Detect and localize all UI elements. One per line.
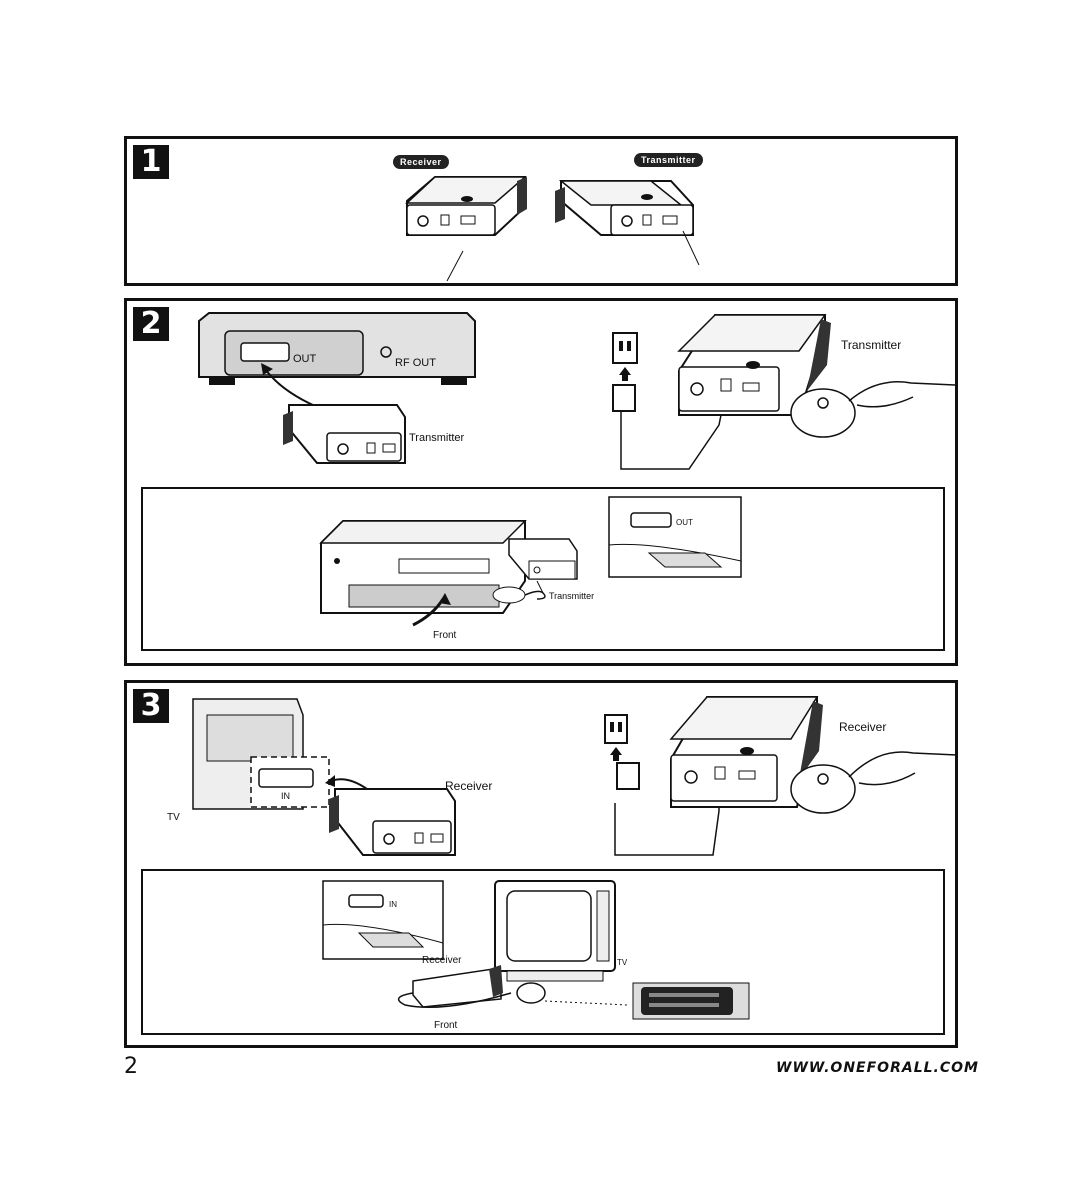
transmitter-badge: Transmitter [634, 153, 703, 167]
hand-with-disc-illustration [790, 381, 956, 438]
curved-arrow [412, 593, 451, 627]
scart-in-closeup [322, 880, 444, 960]
tv-back-illustration [192, 698, 330, 810]
remote-control-illustration [632, 982, 750, 1020]
transmitter-label-inset: Transmitter [549, 591, 595, 601]
scart-out-closeup [608, 496, 742, 578]
step-number: 1 [133, 145, 169, 179]
receiver-label-inset: Receiver [422, 955, 462, 966]
receiver-badge: Receiver [393, 155, 449, 169]
connect-arrow-3 [325, 775, 368, 790]
power-adapter-illustration [612, 332, 724, 470]
rf-out-label: RF OUT [395, 357, 436, 369]
scart-out-label: OUT [293, 353, 317, 365]
scart-in-closeup-label: IN [389, 900, 397, 909]
front-label: Front [433, 630, 457, 641]
tv-label: TV [167, 812, 180, 823]
transmitter-label-left: Transmitter [409, 432, 465, 444]
receiver-device-illustration [405, 176, 528, 236]
hand-with-disc-illustration-3 [790, 751, 958, 814]
transmitter-label-right: Transmitter [841, 338, 902, 352]
website-url[interactable]: WWW.ONEFORALL.COM [776, 1060, 979, 1076]
transmitter-cable-illustration [492, 538, 578, 604]
pointer-lines [446, 230, 700, 282]
transmitter-device-large [677, 314, 831, 416]
scart-out-closeup-label: OUT [676, 518, 693, 527]
step-number: 2 [133, 307, 169, 341]
receiver-label-right: Receiver [839, 720, 887, 734]
tv-label-inset: TV [617, 958, 628, 967]
step-3-panel: 3 IN TV Receiver Recei [124, 680, 958, 1048]
transmitter-device-small [283, 404, 406, 464]
receiver-label-left: Receiver [445, 779, 493, 793]
receiver-cable-illustration [397, 965, 546, 1009]
tv-front-illustration [494, 880, 616, 982]
step-2-inset-panel: Front Transmitter OUT [141, 487, 945, 651]
step-2-panel: 2 OUT RF OUT Transmitter [124, 298, 958, 666]
step-3-inset-panel: IN Receiver TV Front [141, 869, 945, 1035]
transmitter-device-illustration [555, 180, 694, 236]
set-top-box-illustration [198, 312, 476, 385]
page-number: 2 [124, 1054, 138, 1079]
step-number: 3 [133, 689, 169, 723]
receiver-device-large [669, 696, 823, 808]
dotted-signal-line [544, 1000, 628, 1006]
scart-in-label: IN [281, 791, 290, 801]
step-1-panel: 1 Receiver Transmitter [124, 136, 958, 286]
front-label-inset: Front [434, 1020, 458, 1031]
receiver-device-small [329, 788, 456, 856]
